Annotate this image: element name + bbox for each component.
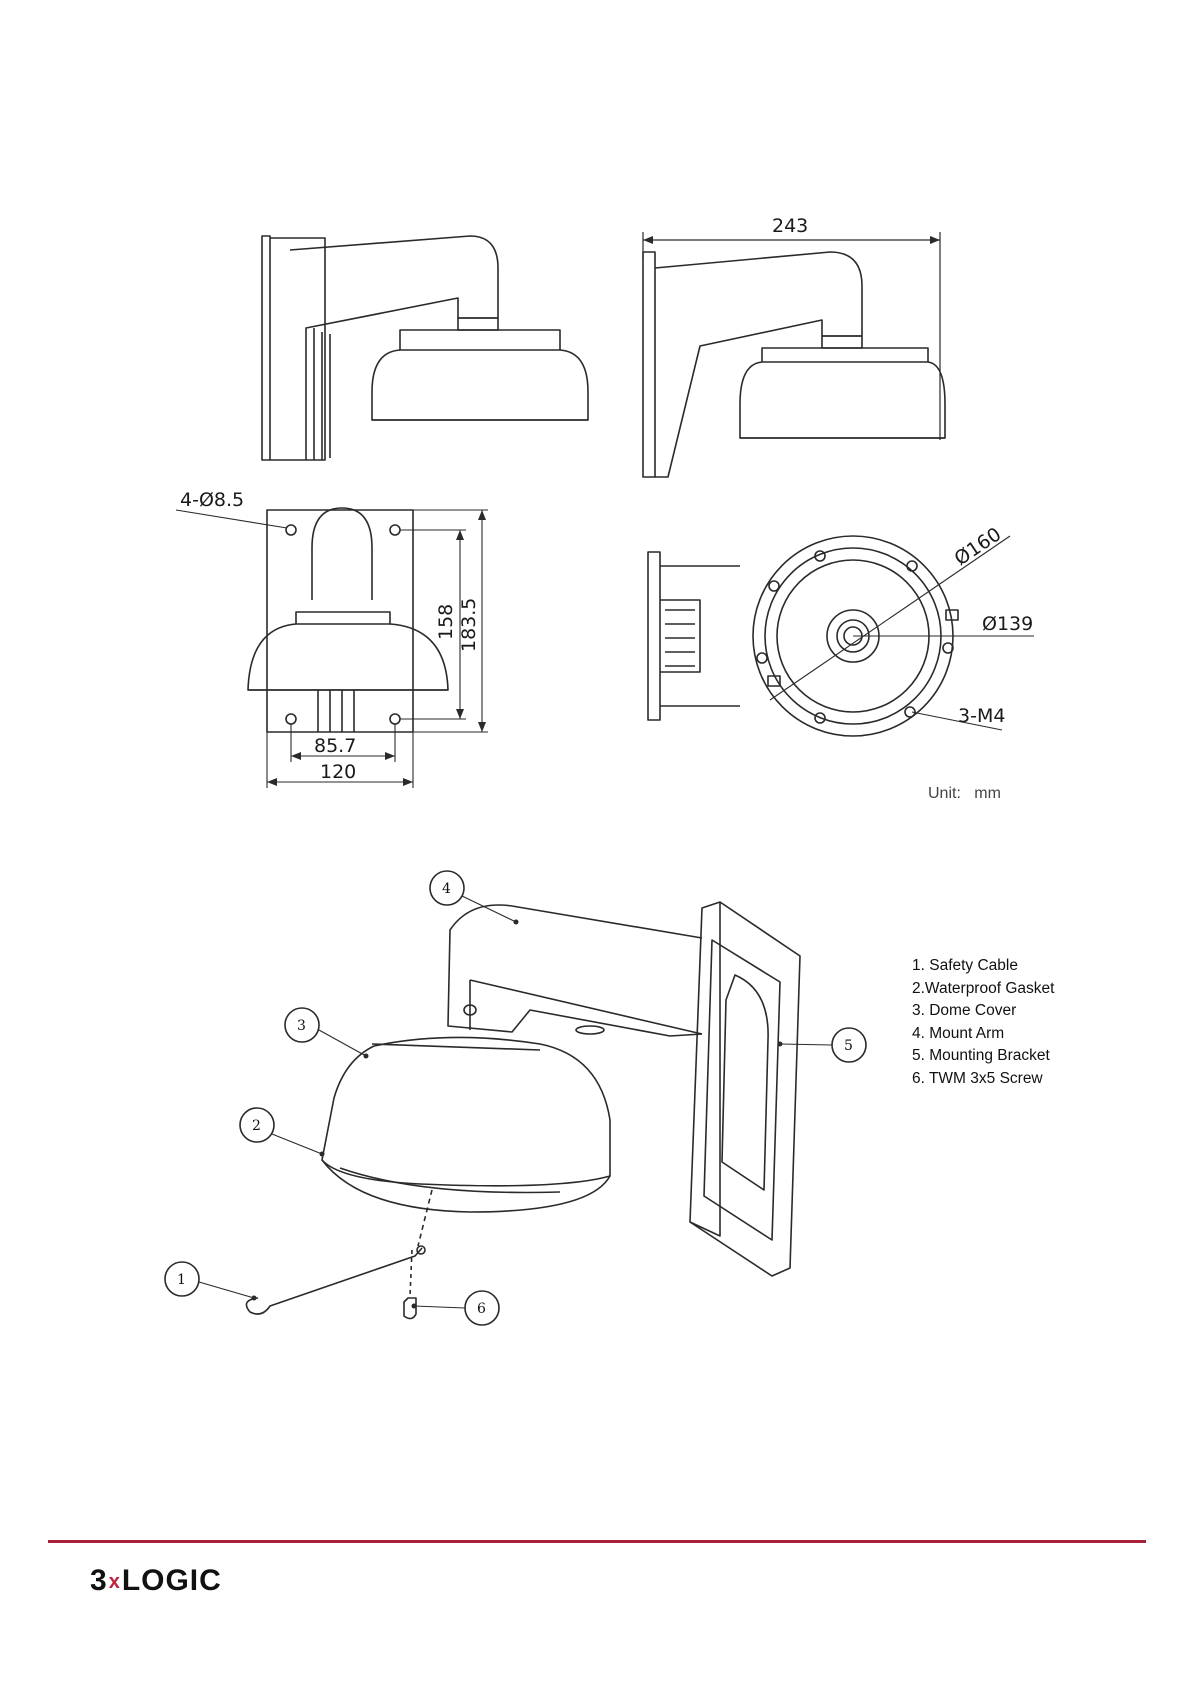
callout-1: 1 (177, 1272, 186, 1288)
dim-width-total: 243 (772, 215, 808, 237)
callout-6: 6 (477, 1301, 486, 1317)
legend-item: 1. Safety Cable (912, 955, 1054, 978)
logo-part-right: LOGIC (122, 1564, 222, 1597)
legend-item: 4. Mount Arm (912, 1023, 1054, 1046)
callout-5: 5 (844, 1038, 853, 1054)
unit-label: Unit: mm (928, 785, 1001, 802)
dim-dia-inner: Ø139 (982, 613, 1033, 635)
parts-legend: 1. Safety Cable 2.Waterproof Gasket 3. D… (912, 955, 1054, 1090)
callout-3: 3 (297, 1018, 306, 1034)
dim-dia-outer: Ø160 (950, 523, 1005, 570)
dim-width-outer: 120 (320, 761, 356, 783)
brand-logo: 3xLOGIC (90, 1564, 222, 1598)
logo-part-left: 3 (90, 1564, 108, 1597)
exploded-view (165, 871, 866, 1325)
dim-holes: 4-Ø8.5 (180, 489, 244, 511)
dim-height-inner: 158 (435, 604, 457, 640)
logo-part-x: x (109, 1571, 121, 1593)
side-view-right (643, 232, 945, 477)
dim-height-outer: 183.5 (458, 598, 480, 652)
legend-item: 6. TWM 3x5 Screw (912, 1068, 1054, 1091)
footer-rule (48, 1540, 1146, 1543)
dim-screws: 3-M4 (958, 705, 1005, 727)
legend-item: 5. Mounting Bracket (912, 1045, 1054, 1068)
callout-4: 4 (442, 881, 451, 897)
legend-item: 2.Waterproof Gasket (912, 978, 1054, 1001)
legend-item: 3. Dome Cover (912, 1000, 1054, 1023)
callout-2: 2 (252, 1118, 261, 1134)
dim-width-inner: 85.7 (314, 735, 356, 757)
side-view-left (262, 236, 588, 460)
